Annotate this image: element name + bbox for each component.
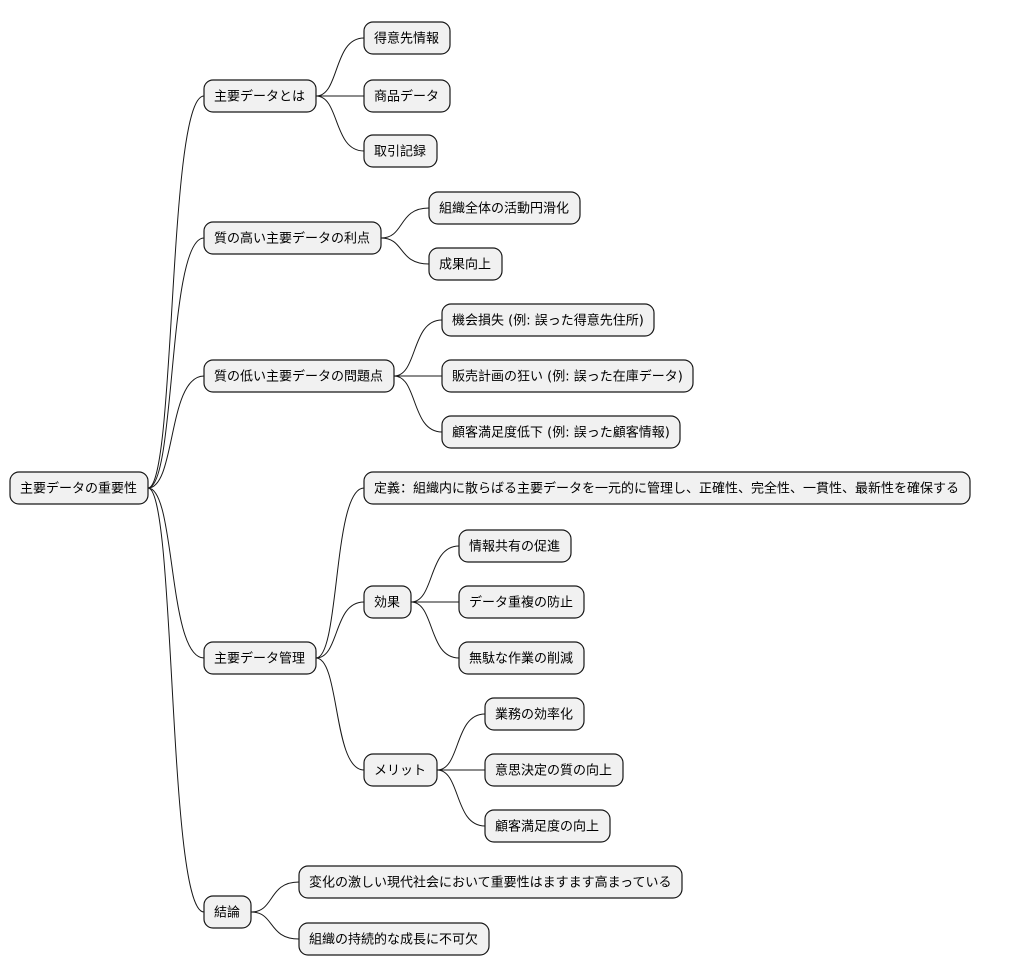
node-box [298, 922, 490, 956]
node-label: 組織の持続的な成長に不可欠 [309, 932, 478, 948]
node-r-1: 質の高い主要データの利点 [203, 221, 382, 255]
node-r-1-0: 組織全体の活動円滑化 [428, 191, 581, 225]
node-r-3-2-1: 意思決定の質の向上 [484, 753, 624, 787]
connector-r-3-1-0 [410, 545, 460, 603]
connector-r-4-1 [250, 911, 300, 940]
node-box [484, 753, 624, 787]
node-r-3-0: 定義：組織内に散らばる主要データを一元的に管理し、正確性、完全性、一貫性、最新性… [363, 471, 971, 505]
node-label: 無駄な作業の削減 [469, 651, 573, 667]
node-r-0-1: 商品データ [363, 79, 451, 113]
connector-r-2-2 [393, 375, 443, 433]
node-label: 質の低い主要データの問題点 [214, 369, 383, 385]
node-r-1-1: 成果向上 [428, 247, 503, 281]
node-label: 顧客満足度低下 (例: 誤った顧客情報) [452, 425, 670, 441]
node-box [363, 471, 971, 505]
node-box [484, 809, 611, 843]
node-r-3-1: 効果 [363, 585, 412, 619]
node-box [441, 415, 681, 449]
connector-r-3-1-2 [410, 601, 460, 659]
node-box [428, 191, 581, 225]
node-label: 販売計画の狂い (例: 誤った在庫データ) [452, 369, 683, 385]
node-box [458, 585, 585, 619]
node-r-0: 主要データとは [203, 79, 317, 113]
node-r-3-1-1: データ重複の防止 [458, 585, 585, 619]
node-box [458, 641, 585, 675]
node-label: 取引記録 [374, 144, 426, 160]
connector-r-3-2-0 [436, 713, 486, 771]
node-box [203, 359, 395, 393]
node-box [441, 303, 655, 337]
node-label: メリット [374, 764, 426, 779]
node-box [363, 585, 412, 619]
node-box [363, 79, 451, 113]
node-box [363, 21, 451, 55]
node-r-3: 主要データ管理 [203, 641, 317, 675]
node-box [203, 895, 252, 929]
node-r-2-1: 販売計画の狂い (例: 誤った在庫データ) [441, 359, 694, 393]
node-box [441, 359, 694, 393]
node-r-4-1: 組織の持続的な成長に不可欠 [298, 922, 490, 956]
node-r-2-2: 顧客満足度低下 (例: 誤った顧客情報) [441, 415, 681, 449]
connector-r-1-0 [380, 207, 430, 239]
connector-r-0 [147, 95, 205, 489]
node-r-3-2-0: 業務の効率化 [484, 697, 585, 731]
connector-lines [147, 37, 486, 940]
node-r-2-0: 機会損失 (例: 誤った得意先住所) [441, 303, 655, 337]
node-label: 主要データの重要性 [20, 481, 137, 497]
connector-r-4 [147, 487, 205, 913]
node-label: 定義：組織内に散らばる主要データを一元的に管理し、正確性、完全性、一貫性、最新性… [374, 481, 959, 497]
node-r-3-1-2: 無駄な作業の削減 [458, 641, 585, 675]
node-r-4-0: 変化の激しい現代社会において重要性はますます高まっている [298, 865, 683, 899]
node-label: 変化の激しい現代社会において重要性はますます高まっている [309, 875, 671, 891]
node-box [298, 865, 683, 899]
connector-r-2 [147, 375, 205, 489]
connector-r-3-1 [315, 601, 365, 659]
node-box [484, 697, 585, 731]
node-r-3-1-0: 情報共有の促進 [458, 529, 572, 563]
node-box [203, 641, 317, 675]
node-box [458, 529, 572, 563]
node-label: 主要データ管理 [214, 651, 305, 667]
node-box [363, 753, 438, 787]
node-label: 業務の効率化 [495, 707, 573, 723]
node-label: 結論 [214, 905, 240, 921]
connector-r-2-0 [393, 319, 443, 377]
node-r-3-2: メリット [363, 753, 438, 787]
connector-r-0-0 [315, 37, 365, 97]
node-r-4: 結論 [203, 895, 252, 929]
node-label: 意思決定の質の向上 [495, 763, 612, 779]
node-box [203, 79, 317, 113]
mindmap-nodes: 主要データの重要性 主要データとは 得意先情報商品データ取引記録質の高い主要データの… [9, 21, 971, 956]
node-label: 組織全体の活動円滑化 [439, 201, 569, 217]
node-r-0-0: 得意先情報 [363, 21, 451, 55]
node-label: 顧客満足度の向上 [495, 819, 599, 835]
connector-r-4-0 [250, 881, 300, 913]
node-box [363, 134, 438, 168]
node-label: 効果 [374, 596, 400, 611]
connector-r-1 [147, 237, 205, 489]
connector-r-0-2 [315, 95, 365, 152]
node-box [428, 247, 503, 281]
node-box [203, 221, 382, 255]
node-r-0-2: 取引記録 [363, 134, 438, 168]
node-box [9, 471, 149, 505]
node-label: 主要データとは [214, 89, 305, 105]
node-label: 商品データ [374, 89, 439, 105]
node-label: 情報共有の促進 [469, 540, 560, 555]
node-label: 質の高い主要データの利点 [214, 231, 370, 247]
connector-r-1-1 [380, 237, 430, 265]
node-label: 成果向上 [439, 257, 491, 273]
node-label: データ重複の防止 [469, 595, 573, 611]
connector-r-3-2-2 [436, 769, 486, 827]
node-label: 機会損失 (例: 誤った得意先住所) [452, 313, 644, 329]
root-node: 主要データの重要性 [9, 471, 149, 505]
node-r-3-2-2: 顧客満足度の向上 [484, 809, 611, 843]
node-r-2: 質の低い主要データの問題点 [203, 359, 395, 393]
connector-r-3 [147, 487, 205, 659]
node-label: 得意先情報 [374, 31, 439, 47]
connector-r-3-0 [315, 487, 365, 659]
connector-r-3-2 [315, 657, 365, 771]
